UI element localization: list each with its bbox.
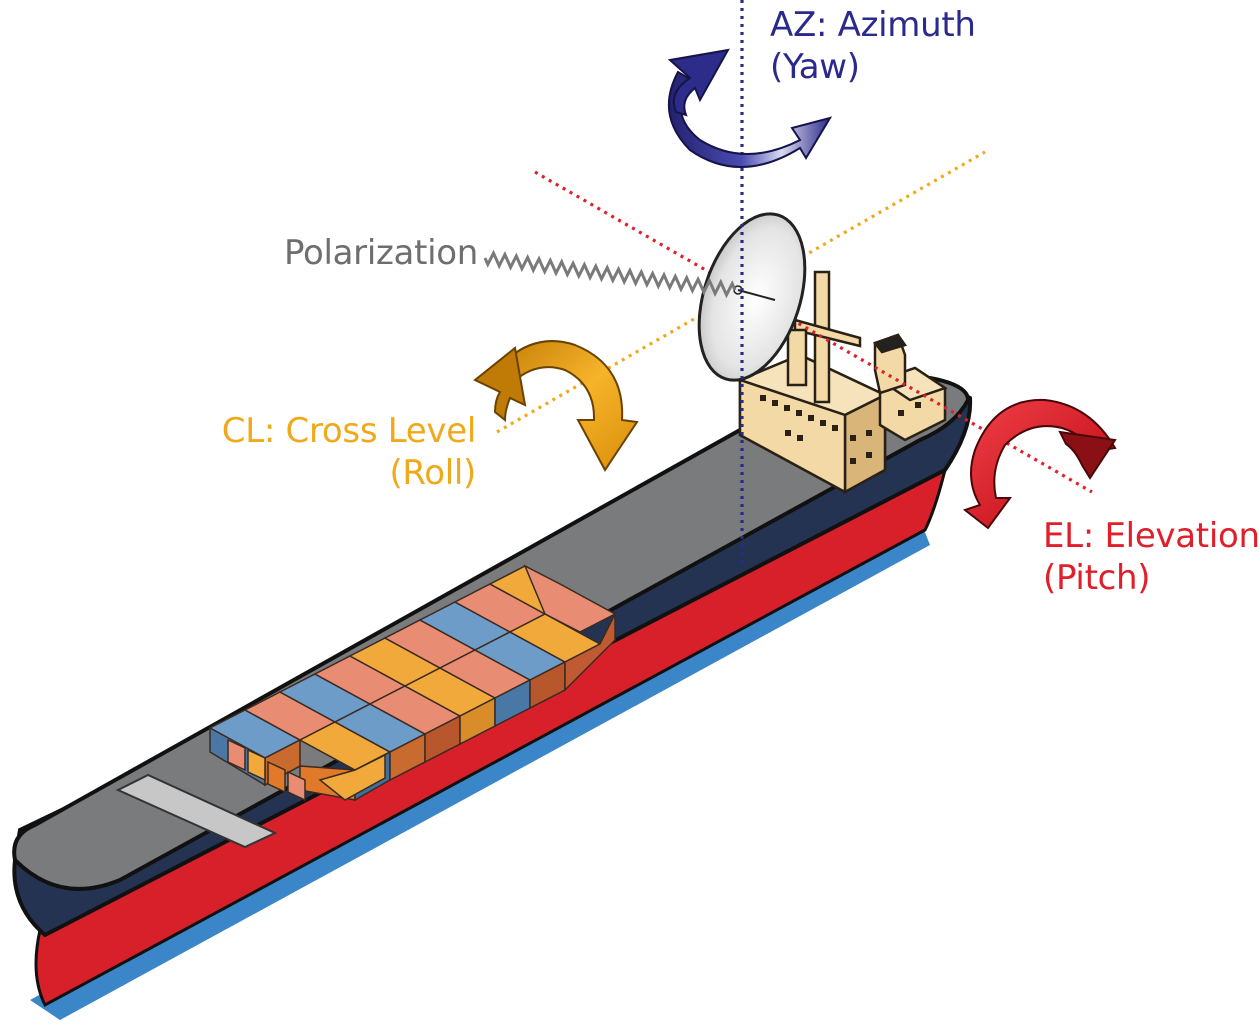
elevation-label: EL: Elevation (Pitch) [1043, 515, 1260, 599]
azimuth-label: AZ: Azimuth (Yaw) [770, 4, 976, 88]
azimuth-arrow-icon [667, 48, 833, 168]
cross-level-label-line2: (Roll) [389, 453, 476, 493]
cross-level-arrow-icon [473, 340, 639, 472]
polarization-wave [483, 249, 737, 299]
elevation-axis [534, 170, 1093, 494]
forward-hatch [115, 773, 278, 849]
azimuth-label-line2: (Yaw) [770, 47, 860, 87]
polarization-label: Polarization [284, 233, 479, 273]
elevation-arrow-icon [962, 398, 1117, 530]
azimuth-label-line1: AZ: Azimuth [770, 5, 976, 45]
cross-level-label: CL: Cross Level (Roll) [221, 410, 477, 494]
ship-superstructure [736, 270, 948, 495]
satellite-dish-icon [697, 212, 807, 382]
hull-red-stripe [34, 467, 948, 1008]
cross-level-label-line1: CL: Cross Level [221, 411, 477, 451]
container-stack [208, 564, 617, 802]
elevation-label-line2: (Pitch) [1043, 558, 1151, 598]
elevation-label-line1: EL: Elevation [1043, 516, 1260, 556]
